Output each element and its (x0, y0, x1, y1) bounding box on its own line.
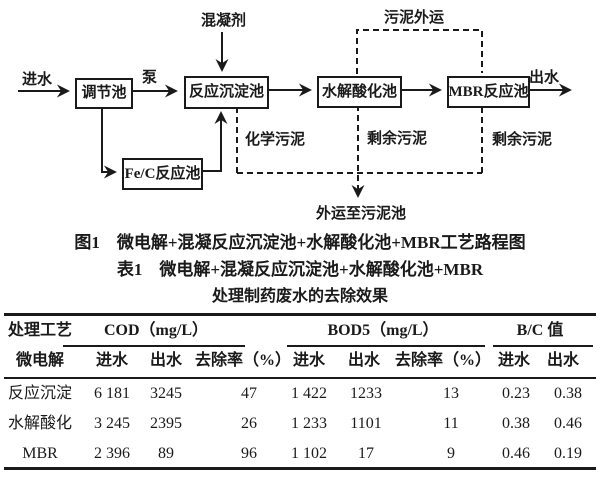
table-cell: 96 (241, 445, 257, 462)
box-regulating-tank: 调节池 (75, 78, 133, 109)
table-cell: 水解酸化 (7, 415, 73, 432)
sub-header-5: 出水 (347, 352, 381, 369)
group-header-bod5: BOD5（mg/L） (327, 322, 439, 339)
box-hydrolysis-acidification-tank: 水解酸化池 (317, 76, 402, 108)
table-cell: 11 (443, 415, 459, 432)
group-header-process: 处理工艺 (7, 322, 73, 339)
sub-header-0: 微电解 (15, 352, 65, 369)
table-cell: 1 422 (291, 385, 327, 402)
bod-group-rule (287, 345, 485, 347)
table-cell: MBR (22, 445, 58, 462)
group-header-cod: COD（mg/L） (103, 322, 209, 339)
table-cell: 1 233 (291, 415, 327, 432)
dashed-sludge-outbound-loop (356, 29, 483, 74)
table-cell: 1101 (350, 415, 382, 432)
label-pump: 泵 (142, 70, 158, 86)
table-cell: 2 396 (94, 445, 130, 462)
table-cell: 反应沉淀 (7, 385, 73, 402)
box-mbr-reactor: MBR反应池 (447, 76, 530, 108)
table-cell: 0.19 (554, 445, 582, 462)
box-reaction-sedimentation-tank: 反应沉淀池 (184, 76, 269, 109)
table-cell: 0.46 (554, 415, 582, 432)
table-cell: 13 (443, 385, 459, 402)
sub-header-1: 进水 (95, 352, 129, 369)
sub-header-3: 去除率（%） (194, 352, 292, 369)
table-cell: 3245 (150, 385, 182, 402)
table-caption-line2: 处理制药废水的去除效果 (211, 288, 388, 305)
box-fe-c-reactor: Fe/C反应池 (122, 158, 203, 190)
table-cell: 1 102 (291, 445, 327, 462)
table-cell: 26 (241, 415, 257, 432)
label-inflow: 进水 (22, 72, 53, 88)
sub-header-7: 进水 (497, 352, 531, 369)
sub-header-8: 出水 (546, 352, 580, 369)
label-sludge-outbound: 污泥外运 (384, 10, 445, 26)
table-cell: 89 (158, 445, 174, 462)
table-cell: 0.46 (502, 445, 530, 462)
table-cell: 0.38 (502, 415, 530, 432)
table-cell: 0.23 (502, 385, 530, 402)
line-fec-to-sedimentation (200, 111, 228, 172)
sub-header-4: 进水 (292, 352, 326, 369)
table-cell: 2395 (150, 415, 182, 432)
header-bottom-rule (4, 377, 596, 379)
label-coagulant: 混凝剂 (201, 13, 247, 29)
sub-header-2: 出水 (149, 352, 183, 369)
table-cell: 3 245 (94, 415, 130, 432)
table-cell: 6 181 (94, 385, 130, 402)
table-top-rule (4, 313, 596, 316)
table-caption-line1: 表1 微电解+混凝反应沉淀池+水解酸化池+MBR (116, 260, 484, 279)
table-cell: 0.38 (554, 385, 582, 402)
label-excess-sludge-right: 剩余污泥 (492, 132, 553, 148)
table-cell: 9 (447, 445, 455, 462)
table-cell: 47 (241, 385, 257, 402)
label-outflow: 出水 (529, 70, 560, 86)
group-header-bc: B/C 值 (516, 322, 564, 339)
bc-group-rule (493, 345, 593, 347)
figure-caption: 图1 微电解+混凝反应沉淀池+水解酸化池+MBR工艺路程图 (74, 233, 526, 252)
label-excess-sludge-left: 剩余污泥 (367, 131, 428, 147)
flow-connectors (18, 29, 572, 198)
sub-header-6: 去除率（%） (394, 352, 492, 369)
label-chemical-sludge: 化学污泥 (245, 132, 306, 148)
table-cell: 1233 (350, 385, 382, 402)
cod-group-rule (63, 345, 245, 347)
label-to-sludge-pool: 外运至污泥池 (316, 206, 407, 222)
table-cell: 17 (358, 445, 374, 462)
table-bottom-rule (4, 467, 596, 470)
line-regulating-to-fec (101, 106, 117, 179)
